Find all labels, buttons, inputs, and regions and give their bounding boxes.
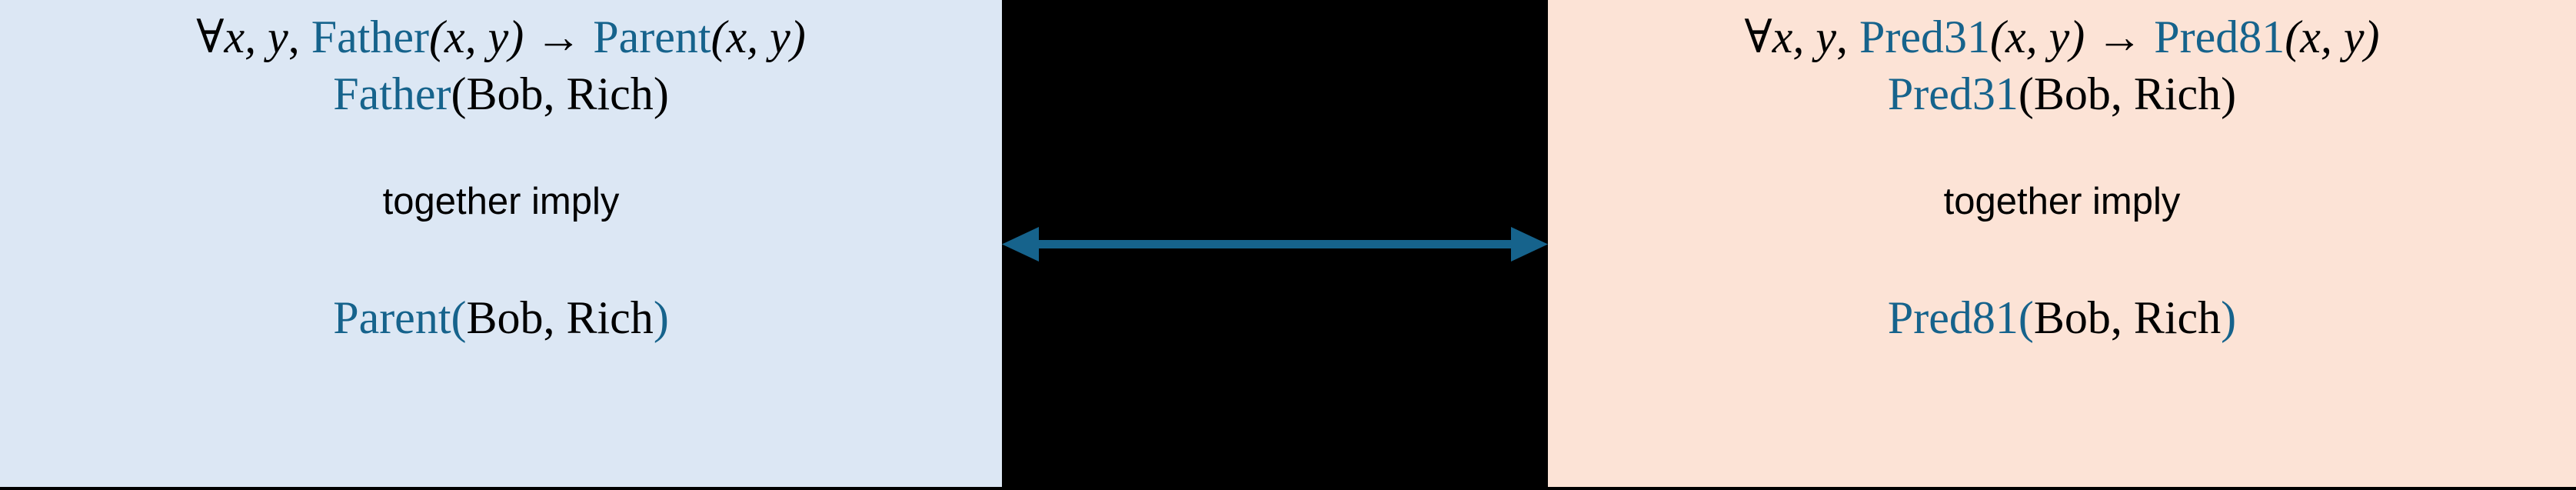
- left-conclusion-close-paren: ): [653, 292, 669, 343]
- left-rule-antecedent-args: (x, y): [429, 12, 524, 62]
- right-conclusion-predicate: Pred81: [1887, 292, 2019, 343]
- right-conclusion-statement: Pred81(Bob, Rich): [1548, 295, 2576, 341]
- right-conclusion-open-paren: (: [2018, 292, 2034, 343]
- left-rule-antecedent-predicate: Father: [311, 12, 429, 62]
- left-panel: ∀x, y, Father(x, y) → Parent(x, y) Fathe…: [0, 0, 1002, 487]
- right-conclusion-close-paren: ): [2221, 292, 2237, 343]
- right-fact-close-paren: ): [2221, 68, 2237, 119]
- implication-arrow-symbol-left: →: [535, 12, 582, 62]
- double-headed-arrow-icon: [1002, 227, 1548, 262]
- right-rule-statement: ∀x, y, Pred31(x, y) → Pred81(x, y): [1548, 14, 2576, 60]
- right-panel: ∀x, y, Pred31(x, y) → Pred81(x, y) Pred3…: [1548, 0, 2576, 487]
- right-fact-predicate: Pred31: [1887, 68, 2019, 119]
- left-rule-variables: x, y: [224, 12, 288, 62]
- left-conclusion-predicate: Parent: [333, 292, 451, 343]
- left-rule-consequent-predicate: Parent: [593, 12, 711, 62]
- universal-quantifier-symbol-right: ∀: [1744, 12, 1772, 62]
- left-fact-arguments: Bob, Rich: [466, 68, 654, 119]
- right-fact-open-paren: (: [2018, 68, 2034, 119]
- universal-quantifier-symbol: ∀: [196, 12, 225, 62]
- right-rule-antecedent-predicate: Pred31: [1859, 12, 1990, 62]
- left-rule-statement: ∀x, y, Father(x, y) → Parent(x, y): [0, 14, 1002, 60]
- bottom-black-strip: [0, 487, 2576, 490]
- left-fact-open-paren: (: [451, 68, 467, 119]
- left-conclusion-arguments: Bob, Rich: [466, 292, 654, 343]
- right-conclusion-arguments: Bob, Rich: [2033, 292, 2222, 343]
- left-connector-text: together imply: [382, 181, 620, 222]
- right-fact-arguments: Bob, Rich: [2033, 68, 2222, 119]
- left-fact-statement: Father(Bob, Rich): [0, 71, 1002, 117]
- left-conclusion-statement: Parent(Bob, Rich): [0, 295, 1002, 341]
- right-fact-statement: Pred31(Bob, Rich): [1548, 71, 2576, 117]
- right-rule-var-comma: ,: [1836, 12, 1849, 62]
- left-fact-predicate: Father: [333, 68, 451, 119]
- implication-arrow-symbol-right: →: [2096, 12, 2143, 62]
- right-rule-antecedent-args: (x, y): [1990, 12, 2085, 62]
- right-connector-text: together imply: [1943, 181, 2181, 222]
- right-rule-consequent-args: (x, y): [2285, 12, 2380, 62]
- right-rule-variables: x, y: [1772, 12, 1837, 62]
- right-rule-consequent-predicate: Pred81: [2154, 12, 2285, 62]
- left-conclusion-open-paren: (: [451, 292, 467, 343]
- left-rule-consequent-args: (x, y): [711, 12, 806, 62]
- left-fact-close-paren: ): [653, 68, 669, 119]
- left-rule-var-comma: ,: [288, 12, 300, 62]
